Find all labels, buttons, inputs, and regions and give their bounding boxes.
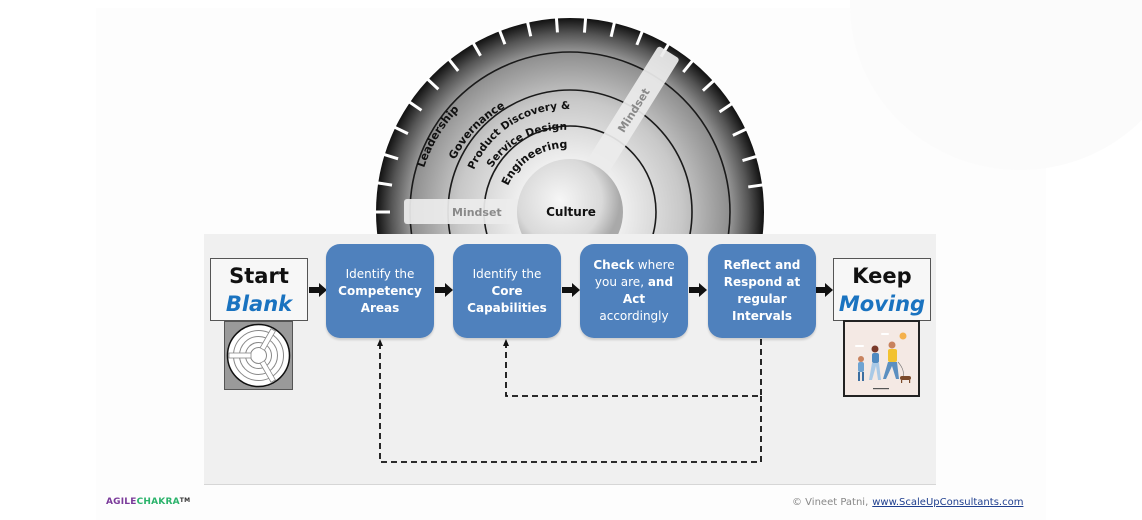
copyright-footer: © Vineet Patni,www.ScaleUpConsultants.co… (792, 497, 1023, 508)
step-text-bold: Areas (360, 300, 400, 315)
culture-label: Culture (546, 205, 596, 219)
arrow-right-icon (562, 283, 580, 297)
process-panel (204, 234, 936, 485)
tread-tick (718, 101, 734, 114)
tread-tick (497, 28, 507, 45)
step-text-bold: Capabilities (467, 300, 547, 315)
tread-tick (748, 183, 765, 189)
mindset-label-left: Mindset (452, 206, 502, 219)
tread-tick (635, 29, 645, 46)
tread-tick (525, 20, 533, 37)
step-text-bold: Respond at (723, 275, 801, 289)
tread-tick (382, 152, 399, 161)
step-text: Identify the (345, 266, 415, 281)
keep-moving-box: Keep Moving (833, 258, 931, 321)
step-reflect-and-respond: Reflect and Respond at regular Intervals (708, 244, 816, 338)
tread-tick (392, 125, 409, 136)
family-walking-illustration (843, 320, 920, 397)
tread-tick (732, 127, 748, 137)
tread-tick (582, 16, 588, 33)
trademark: TM (179, 497, 191, 504)
copyright-text: © Vineet Patni, (792, 497, 869, 508)
tread-tick (407, 100, 423, 112)
mindset-spoke-diagonal (576, 46, 679, 192)
brand-agile: AGILE (106, 497, 137, 507)
step-text-bold: regular (737, 292, 787, 306)
tread-tick (471, 41, 482, 57)
step-text-bold: Intervals (732, 309, 792, 323)
mindset-spoke-left (404, 199, 534, 224)
step-check-and-act: Check where you are, and Act accordingly (580, 244, 688, 338)
step-identify-competency-areas: Identify the Competency Areas (326, 244, 434, 338)
website-link[interactable]: www.ScaleUpConsultants.com (872, 497, 1024, 508)
step-text: accordingly (599, 309, 669, 323)
tread-tick (609, 20, 617, 38)
brand-logo: AGILECHAKRATM (106, 497, 190, 507)
step-text: Identify the (472, 266, 542, 281)
keep-label: Keep (852, 264, 912, 288)
brand-chakra: CHAKRA (136, 497, 180, 507)
tread-tick (554, 16, 559, 33)
start-label: Start (229, 264, 289, 288)
step-text-bold: Core (491, 283, 523, 298)
tread-tick (742, 154, 759, 163)
step-text-bold: and (647, 275, 674, 289)
maze-icon (224, 321, 293, 390)
arrow-right-icon (815, 283, 833, 297)
tread-tick (375, 181, 393, 187)
tread-tick (425, 77, 440, 91)
blank-label: Blank (225, 292, 293, 316)
step-text-bold: Check (593, 258, 634, 272)
start-blank-box: Start Blank (210, 258, 308, 321)
moving-label: Moving (838, 292, 926, 316)
step-text-bold: Competency (338, 283, 422, 298)
tread-tick (447, 57, 460, 72)
step-text-bold: Act (622, 292, 646, 306)
agile-chakra-wheel: Mindset Mindset Culture Leadership Gover… (374, 16, 765, 234)
step-identify-core-capabilities: Identify the Core Capabilities (453, 244, 561, 338)
culture-core (517, 159, 623, 234)
step-text-bold: Reflect and (723, 258, 801, 272)
tread-tick (682, 58, 695, 74)
arrow-right-icon (689, 283, 707, 297)
tread-tick (701, 78, 716, 92)
arrow-right-icon (309, 283, 327, 297)
step-text: where you are, (594, 258, 675, 289)
arrow-right-icon (435, 283, 453, 297)
